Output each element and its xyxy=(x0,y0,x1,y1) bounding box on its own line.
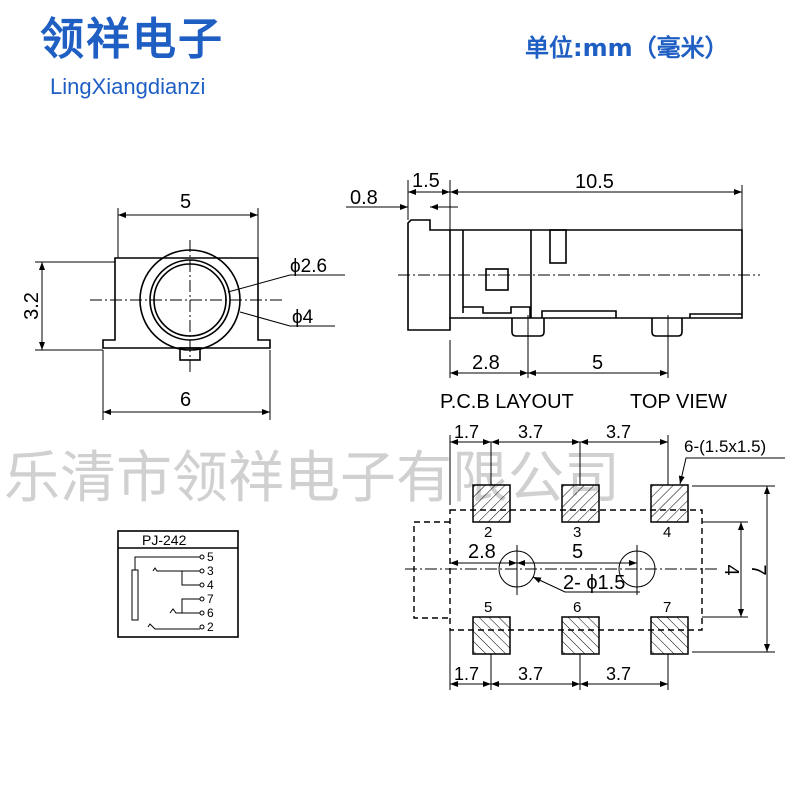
front-view: 5 6 3.2 ϕ2.6 ϕ4 xyxy=(21,191,345,420)
pad xyxy=(650,484,689,523)
dim-hole-offset: 2.8 xyxy=(468,541,496,563)
pad-number: 4 xyxy=(663,524,671,541)
dim-bottom: 3.7 xyxy=(518,664,543,684)
side-view: 10.5 1.5 0.8 2.8 5 xyxy=(346,170,760,378)
dim-height: 3.2 xyxy=(21,292,43,320)
top-view-label: TOP VIEW xyxy=(630,391,727,413)
dim-hole-pitch: 5 xyxy=(572,541,583,563)
dim-inner-height: 4 xyxy=(720,564,742,575)
pad-number: 2 xyxy=(484,524,492,541)
brand-logo-chinese: 领祥电子 xyxy=(40,14,224,65)
dim-lip: 1.5 xyxy=(412,170,440,192)
pin-label: 3 xyxy=(207,564,214,578)
brand-logo-english: LingXiangdianzi xyxy=(50,74,206,99)
dim-flange: 0.8 xyxy=(350,187,378,209)
pad-number: 3 xyxy=(573,524,581,541)
pin-label: 5 xyxy=(207,550,214,564)
dim-top: 1.7 xyxy=(454,422,479,442)
pin-label: 6 xyxy=(207,606,214,620)
hole-note: 2- ϕ1.5 xyxy=(563,572,625,594)
pad-number: 5 xyxy=(484,599,492,616)
dim-outer-diameter: ϕ4 xyxy=(292,307,314,328)
pad-size-note: 6-(1.5x1.5) xyxy=(684,437,766,456)
dim-outer-height: 7 xyxy=(747,564,769,575)
unit-label: 单位:mm（毫米） xyxy=(525,34,729,62)
pad xyxy=(561,616,600,655)
pcb-layout: 2 3 4 5 6 7 2.8 5 2- ϕ1.5 1.7 3.7 3.7 1.… xyxy=(405,422,785,690)
pad-number: 6 xyxy=(573,599,581,616)
watermark: 乐清市领祥电子有限公司 xyxy=(4,446,620,511)
dim-bottom: 1.7 xyxy=(454,664,479,684)
dim-inner-diameter: ϕ2.6 xyxy=(290,256,327,277)
dim-pin-offset: 2.8 xyxy=(472,352,500,374)
dim-width: 5 xyxy=(180,191,191,213)
dim-bottom: 3.7 xyxy=(606,664,631,684)
model-number: PJ-242 xyxy=(142,532,187,548)
pin-label: 4 xyxy=(207,578,214,592)
pin-label: 2 xyxy=(207,620,214,634)
pad-number: 7 xyxy=(663,599,671,616)
dim-length: 10.5 xyxy=(575,171,614,193)
dim-base-width: 6 xyxy=(180,389,191,411)
pin-schematic: PJ-242 5 3 4 7 6 2 xyxy=(117,530,239,638)
pad xyxy=(472,616,511,655)
pad xyxy=(650,616,689,655)
dim-top: 3.7 xyxy=(518,422,543,442)
pcb-layout-label: P.C.B LAYOUT xyxy=(440,391,574,413)
pad xyxy=(472,484,511,523)
pin-label: 7 xyxy=(207,592,214,606)
dim-top: 3.7 xyxy=(606,422,631,442)
dim-pin-pitch: 5 xyxy=(592,352,603,374)
pad xyxy=(561,484,600,523)
